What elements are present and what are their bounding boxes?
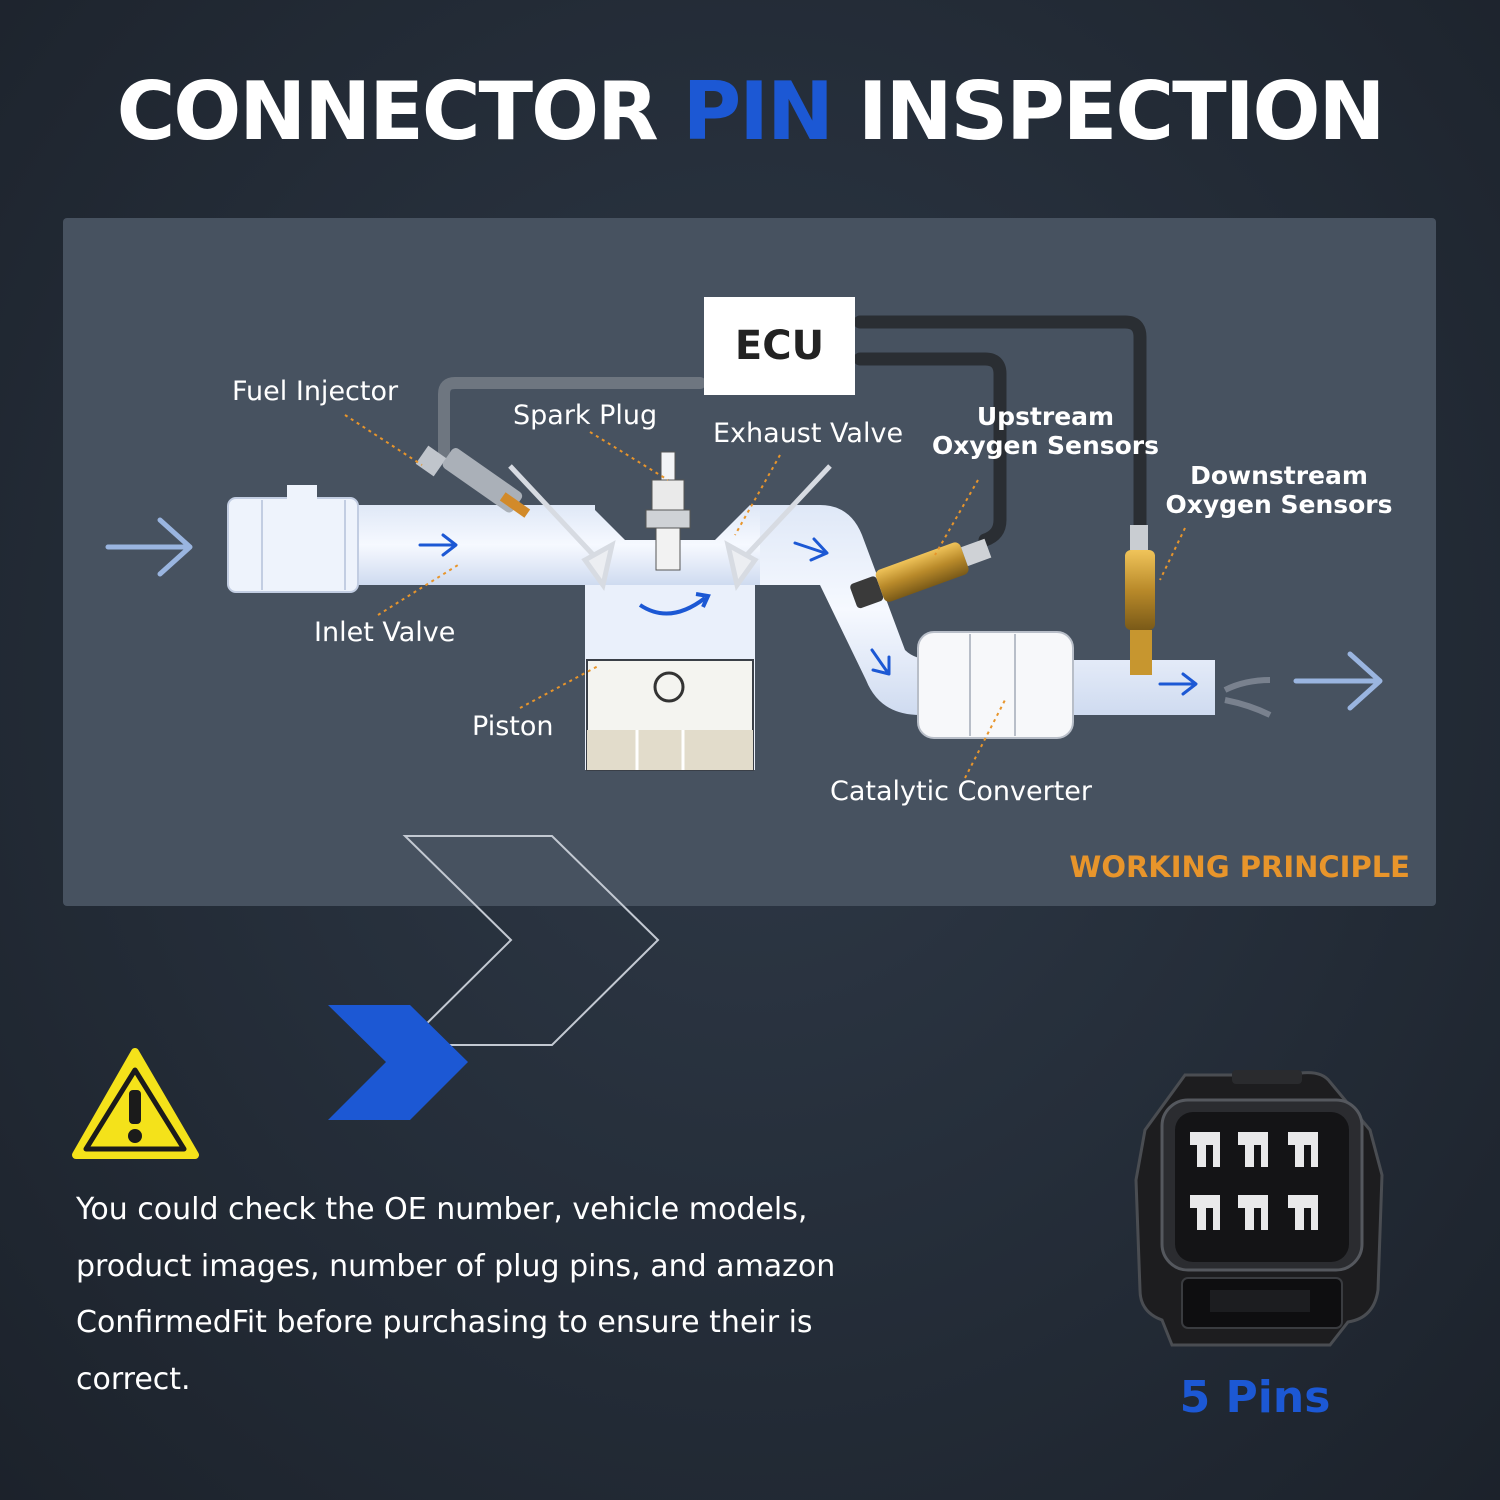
air-flow-meter bbox=[227, 497, 359, 593]
catalytic-converter-body bbox=[917, 631, 1074, 739]
label-inlet-valve: Inlet Valve bbox=[314, 617, 456, 648]
title-part-3: INSPECTION bbox=[857, 65, 1386, 158]
chevron-outline-icon bbox=[402, 835, 660, 1046]
spark-plug-part bbox=[645, 451, 691, 571]
flow-arrows bbox=[105, 517, 1383, 711]
exhaust-pipe bbox=[760, 505, 1272, 739]
label-fuel-injector: Fuel Injector bbox=[232, 376, 399, 407]
label-downstream-oxygen-sensors: Downstream Oxygen Sensors bbox=[1165, 461, 1393, 519]
connector-plug-image bbox=[1134, 1070, 1384, 1347]
label-piston: Piston bbox=[472, 711, 554, 742]
ecu-wires bbox=[438, 315, 1147, 547]
leader-lines bbox=[344, 414, 1186, 779]
title-part-1: CONNECTOR bbox=[116, 65, 659, 158]
downstream-sensor-part bbox=[1125, 525, 1155, 675]
wire-upstream-sensor bbox=[853, 352, 1007, 547]
fuel-injector-part bbox=[415, 445, 531, 518]
page-title: CONNECTOR PIN INSPECTION bbox=[0, 62, 1500, 162]
title-part-2: PIN bbox=[682, 65, 834, 158]
label-spark-plug: Spark Plug bbox=[513, 400, 658, 431]
ecu-box: ECU bbox=[704, 297, 855, 395]
warning-icon bbox=[72, 1048, 199, 1159]
arrow-out-icon bbox=[1293, 651, 1383, 711]
inspection-note: You could check the OE number, vehicle m… bbox=[76, 1192, 836, 1397]
label-catalytic-converter: Catalytic Converter bbox=[830, 776, 1092, 807]
chevron-decoration bbox=[328, 835, 660, 1120]
wire-fuel-injector bbox=[438, 377, 706, 461]
working-principle-caption: WORKING PRINCIPLE bbox=[1069, 850, 1410, 884]
pins-count-label: 5 Pins bbox=[1179, 1372, 1331, 1423]
wire-downstream-sensor bbox=[853, 315, 1147, 537]
upstream-sensor-part bbox=[850, 538, 992, 609]
arrow-in-icon bbox=[105, 517, 193, 577]
label-exhaust-valve: Exhaust Valve bbox=[713, 418, 904, 449]
valves bbox=[508, 464, 832, 591]
label-upstream-oxygen-sensors: Upstream Oxygen Sensors bbox=[931, 402, 1160, 460]
intake-pipe bbox=[227, 485, 595, 593]
chevron-blue-icon bbox=[328, 1005, 468, 1120]
